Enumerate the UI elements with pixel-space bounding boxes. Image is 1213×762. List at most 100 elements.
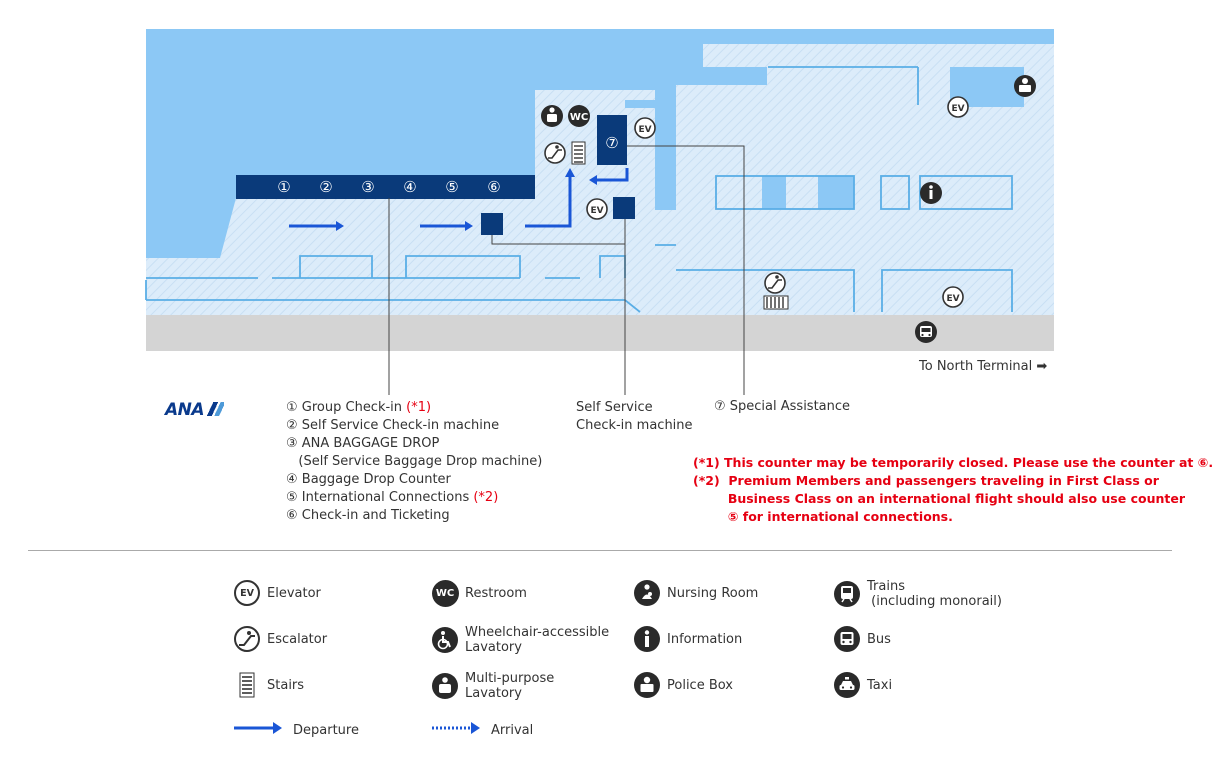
police-box-icon — [1014, 75, 1036, 97]
svg-text:EV: EV — [946, 294, 959, 304]
route-arrowhead — [465, 221, 473, 231]
taxi-icon — [833, 671, 861, 699]
counter-item-text: ② Self Service Check-in machine — [286, 418, 500, 433]
legend-label: Arrival — [491, 722, 534, 738]
counter-3-label: ③ — [361, 178, 374, 196]
counter-6-label: ⑥ — [487, 178, 500, 196]
counter-item-note: (*2) — [473, 490, 499, 505]
footnote-2: (*2) Premium Members and passengers trav… — [693, 473, 1159, 488]
legend-arrival: Arrival — [431, 714, 533, 746]
departure-arrow-icon — [233, 714, 283, 746]
legend-police-box: Police Box — [633, 671, 733, 699]
self-service-machine-block — [481, 213, 503, 235]
escalator-icon — [233, 625, 261, 653]
counter-item-text: (Self Service Baggage Drop machine) — [286, 454, 543, 469]
legend-restroom: WC Restroom — [431, 579, 527, 607]
elevator-icon: EV — [947, 96, 969, 118]
counter-item: (Self Service Baggage Drop machine) — [286, 453, 542, 471]
svg-text:EV: EV — [951, 104, 964, 114]
legend-label-line: Multi-purpose — [465, 671, 555, 686]
section-divider — [28, 550, 1172, 551]
counter-item: ⑥ Check-in and Ticketing — [286, 507, 542, 525]
legend-escalator: Escalator — [233, 625, 327, 653]
bus-icon — [915, 321, 937, 343]
counter-item-text: ④ Baggage Drop Counter — [286, 472, 451, 487]
self-service-machine-block — [613, 197, 635, 219]
legend-label: Restroom — [465, 585, 527, 601]
counter-item: ① Group Check-in (*1) — [286, 399, 542, 417]
counter-item: ② Self Service Check-in machine — [286, 417, 542, 435]
stairs-icon — [763, 295, 789, 310]
check-in-counter-bar — [236, 175, 535, 199]
legend-label: Bus — [867, 631, 891, 647]
counter-item: ⑤ International Connections (*2) — [286, 489, 542, 507]
ana-logo: ANA — [165, 400, 225, 420]
footnote-2-cont: ⑤ for international connections. — [693, 509, 953, 524]
nursing-room-icon — [633, 579, 661, 607]
route-arrowhead — [336, 221, 344, 231]
legend-label: Trains (including monorail) — [867, 579, 1002, 609]
svg-text:EV: EV — [590, 206, 603, 216]
wheelchair-icon — [431, 626, 459, 654]
restroom-icon: WC — [568, 105, 590, 127]
counter-item-text: ⑥ Check-in and Ticketing — [286, 508, 450, 523]
legend-label-line: Trains — [867, 579, 905, 594]
escalator-icon — [544, 142, 566, 164]
legend-elevator: EV Elevator — [233, 579, 321, 607]
counter-5-label: ⑤ — [445, 178, 458, 196]
legend-label: Nursing Room — [667, 585, 759, 601]
bus-icon — [833, 625, 861, 653]
route-arrowhead — [589, 175, 597, 185]
elevator-icon: EV — [942, 286, 964, 308]
multipurpose-lavatory-icon — [541, 105, 563, 127]
counter-item-text: ⑤ International Connections — [286, 490, 474, 505]
restroom-icon: WC — [431, 579, 459, 607]
svg-text:WC: WC — [570, 112, 588, 123]
legend-bus: Bus — [833, 625, 891, 653]
departure-route — [289, 168, 629, 228]
legend-departure: Departure — [233, 714, 359, 746]
svg-text:EV: EV — [638, 125, 651, 135]
counter-item-text: ③ ANA BAGGAGE DROP — [286, 436, 440, 451]
information-icon — [920, 182, 942, 204]
counter-7 — [597, 115, 627, 165]
legend-label-line: Lavatory — [465, 640, 522, 655]
counter-item-note: (*1) — [406, 400, 432, 415]
counter-legend-list: ① Group Check-in (*1) ② Self Service Che… — [286, 399, 542, 525]
ana-logo-text: ANA — [165, 400, 205, 420]
legend-label: Departure — [293, 722, 359, 738]
stairs-icon — [571, 141, 586, 165]
multipurpose-lavatory-icon — [431, 672, 459, 700]
legend-trains: Trains (including monorail) — [833, 579, 1002, 609]
legend-label: Elevator — [267, 585, 321, 601]
counter-1-label: ① — [277, 178, 290, 196]
counter-7-label: ⑦ — [605, 134, 618, 152]
legend-taxi: Taxi — [833, 671, 892, 699]
footnote-1: (*1) This counter may be temporarily clo… — [693, 455, 1213, 470]
to-north-terminal-label: To North Terminal ➡ — [919, 359, 1048, 374]
legend-label: Escalator — [267, 631, 328, 647]
arrival-arrow-icon — [431, 714, 481, 746]
ana-wing-mark — [206, 402, 225, 416]
legend-nursing-room: Nursing Room — [633, 579, 758, 607]
counter-item-text: ① Group Check-in — [286, 400, 407, 415]
escalator-icon — [764, 272, 786, 294]
legend-label-line: Wheelchair-accessible — [465, 625, 610, 640]
self-service-callout: Self Service Check-in machine — [576, 399, 693, 435]
elevator-icon: EV — [234, 580, 260, 606]
road — [146, 315, 1054, 351]
counter-item: ④ Baggage Drop Counter — [286, 471, 542, 489]
self-service-callout-line: Check-in machine — [576, 418, 693, 433]
legend-information: Information — [633, 625, 742, 653]
footnote-2-cont: Business Class on an international fligh… — [693, 491, 1185, 506]
legend-label: Information — [667, 631, 743, 647]
interior-walls — [145, 66, 1013, 313]
legend-label: Police Box — [667, 677, 733, 693]
information-icon — [633, 625, 661, 653]
legend-label-line: Lavatory — [465, 686, 522, 701]
